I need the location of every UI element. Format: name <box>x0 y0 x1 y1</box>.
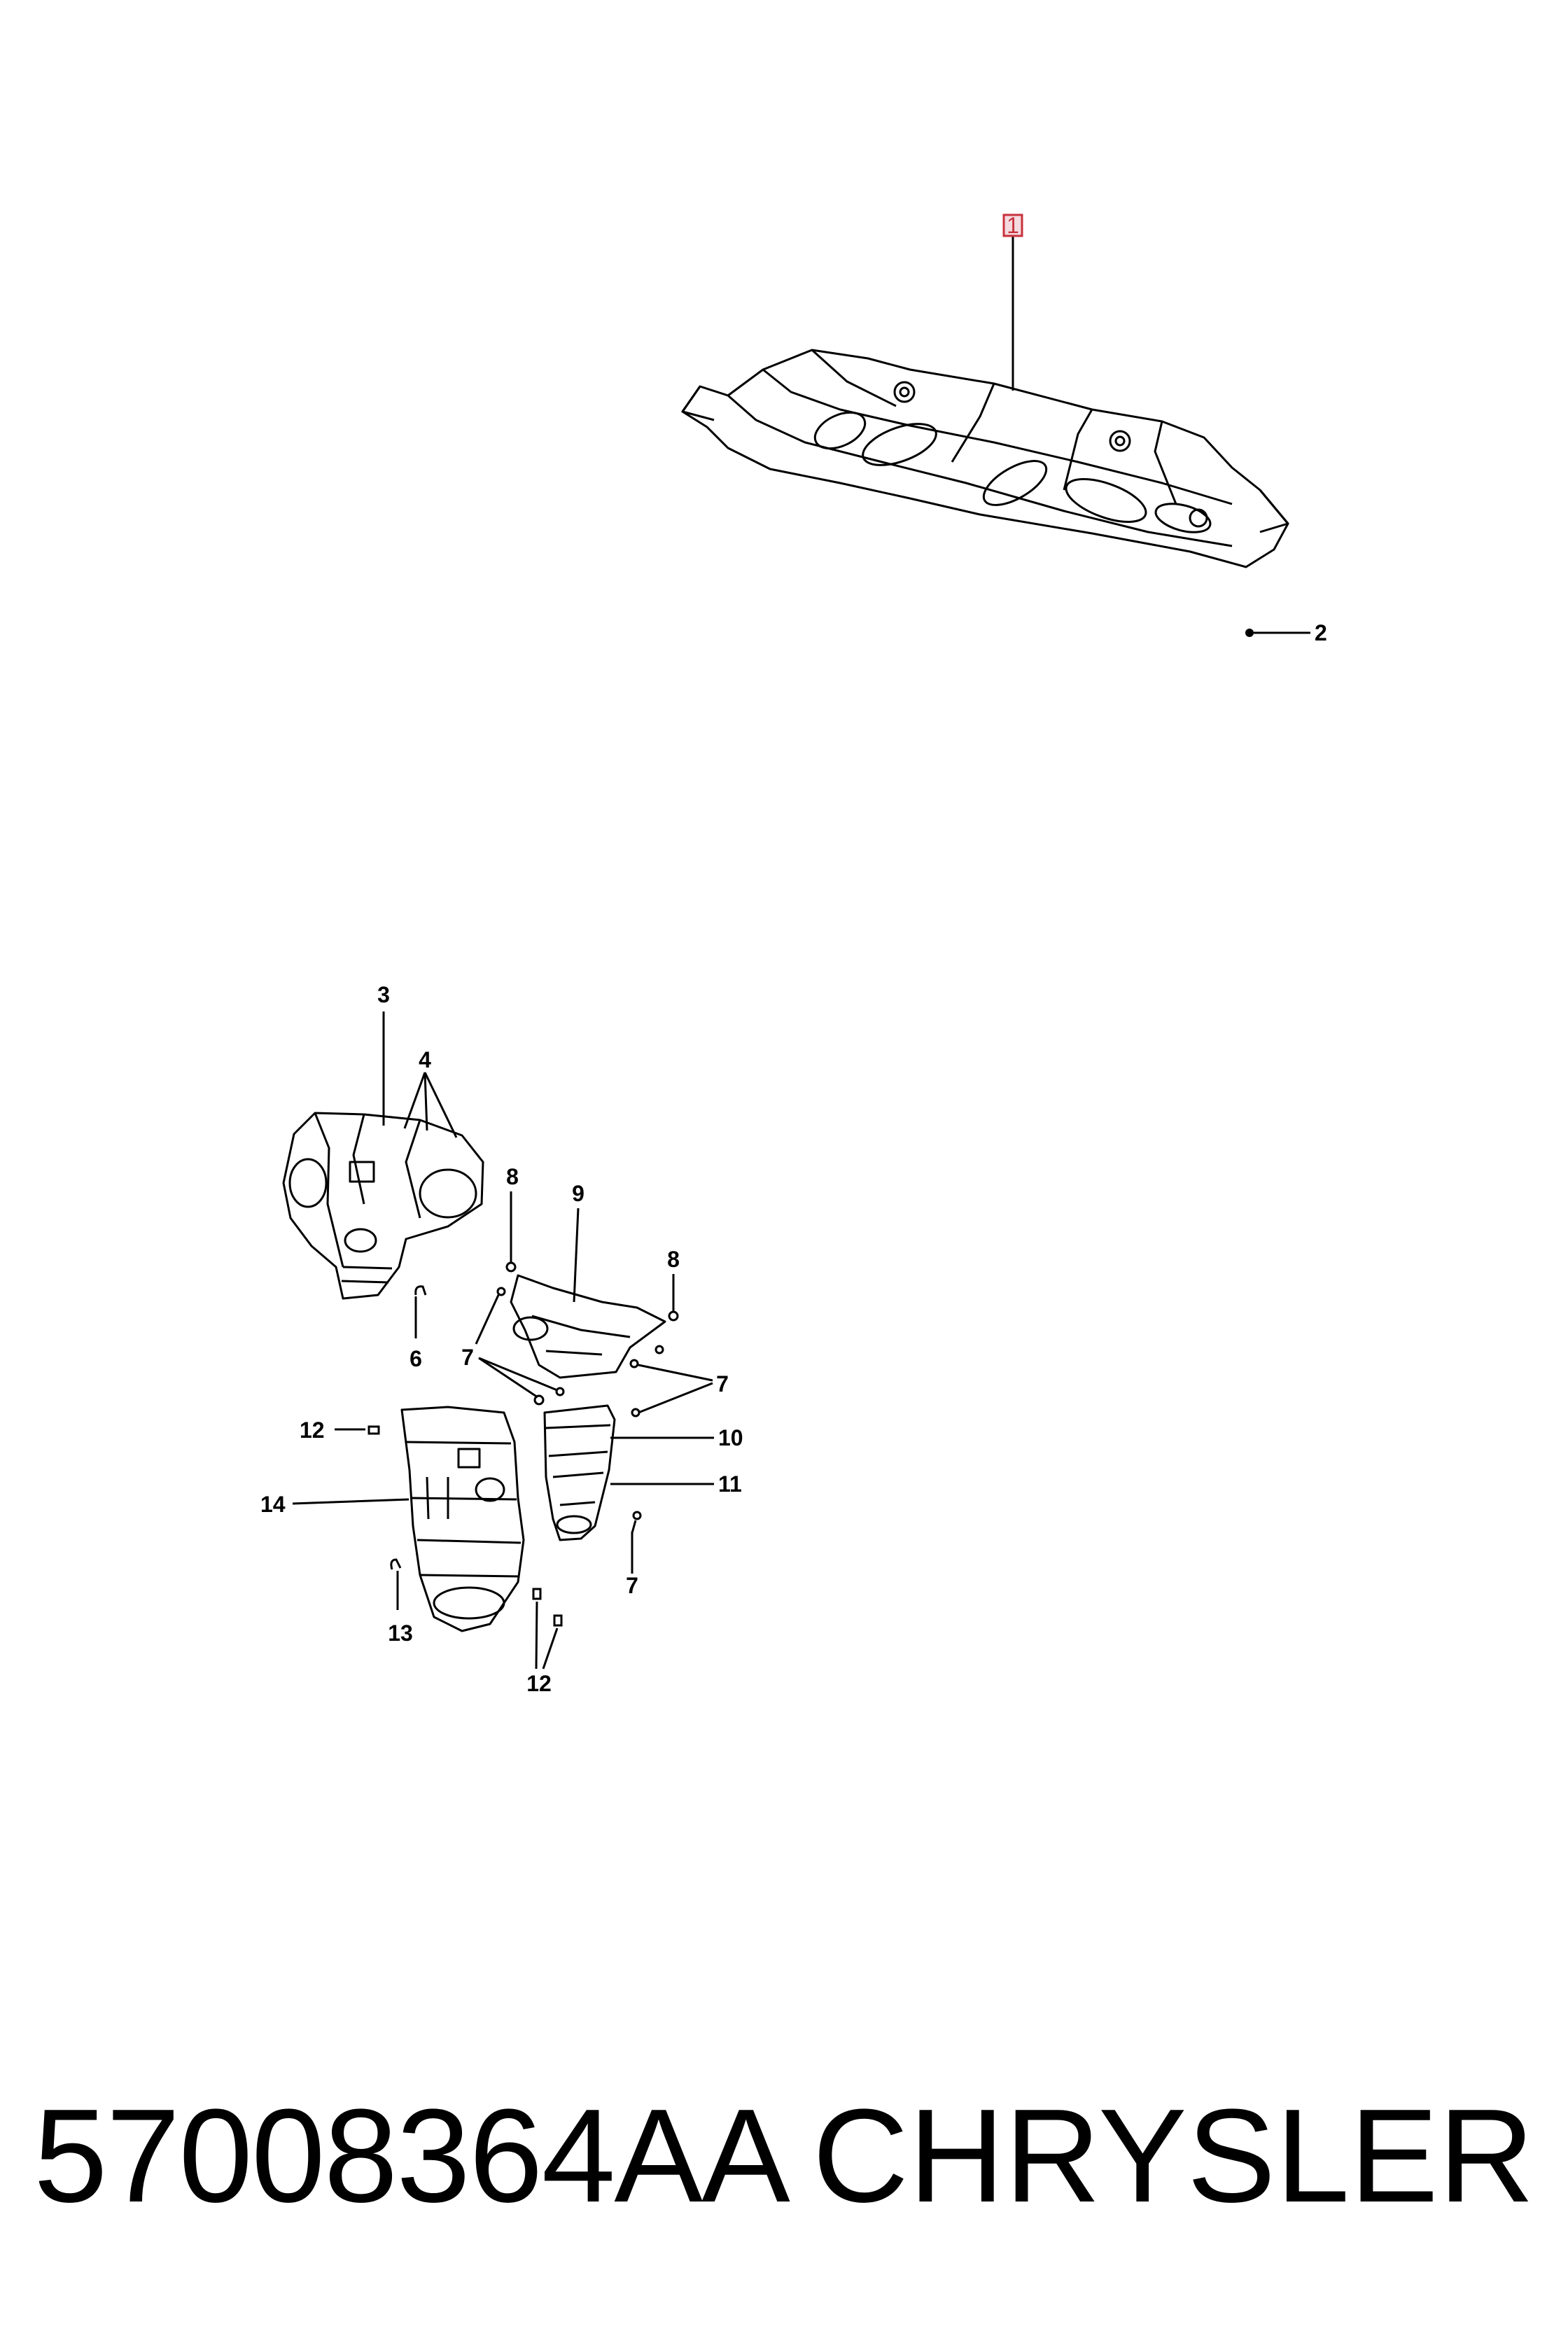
callout-3[interactable]: 3 <box>377 982 390 1007</box>
callout-1[interactable]: 1 <box>1007 213 1019 238</box>
bolt-group-part-12 <box>368 1425 563 1627</box>
leader-lines-7b <box>638 1364 713 1414</box>
callout-7a[interactable]: 7 <box>461 1345 474 1370</box>
callout-6[interactable]: 6 <box>410 1346 422 1371</box>
callout-13[interactable]: 13 <box>388 1620 413 1646</box>
leader-line-14 <box>292 1498 410 1505</box>
converter-shield-part-14 <box>400 1406 525 1632</box>
fastener-part-8a <box>505 1261 517 1273</box>
leader-lines-12b <box>535 1601 559 1670</box>
callout-7b[interactable]: 7 <box>716 1371 729 1396</box>
highlight-box-1 <box>1002 214 1023 237</box>
footer: 57008364AA CHRYSLER <box>0 2072 1568 2240</box>
callout-7c[interactable]: 7 <box>626 1573 638 1598</box>
callout-14[interactable]: 14 <box>260 1492 286 1517</box>
part-number: 57008364AA <box>34 2082 790 2230</box>
converter-shield-part-10 <box>543 1404 616 1541</box>
clip-part-13 <box>390 1558 402 1570</box>
callout-10[interactable]: 10 <box>718 1425 743 1450</box>
callout-12a[interactable]: 12 <box>300 1418 325 1443</box>
callout-12b[interactable]: 12 <box>526 1671 552 1696</box>
callout-8a[interactable]: 8 <box>506 1164 519 1189</box>
callout-9[interactable]: 9 <box>572 1181 584 1206</box>
fastener-group-part-7 <box>496 1287 664 1520</box>
heat-shield-part-1 <box>681 349 1289 568</box>
callout-2[interactable]: 2 <box>1315 620 1327 645</box>
leader-line-9 <box>573 1208 580 1303</box>
callout-11[interactable]: 11 <box>718 1471 742 1497</box>
clip-part-6 <box>414 1285 427 1296</box>
leader-lines-4 <box>403 1072 458 1138</box>
fastener-part-8b <box>668 1310 679 1322</box>
callout-8b[interactable]: 8 <box>667 1247 680 1272</box>
manifold-heat-shield-part-3 <box>282 1112 484 1300</box>
brand-name: CHRYSLER <box>812 2082 1534 2230</box>
callout-4[interactable]: 4 <box>419 1047 431 1072</box>
upper-shield-part-9 <box>510 1274 666 1379</box>
leader-lines-7a <box>475 1294 558 1399</box>
leader-line-7c <box>631 1520 637 1534</box>
